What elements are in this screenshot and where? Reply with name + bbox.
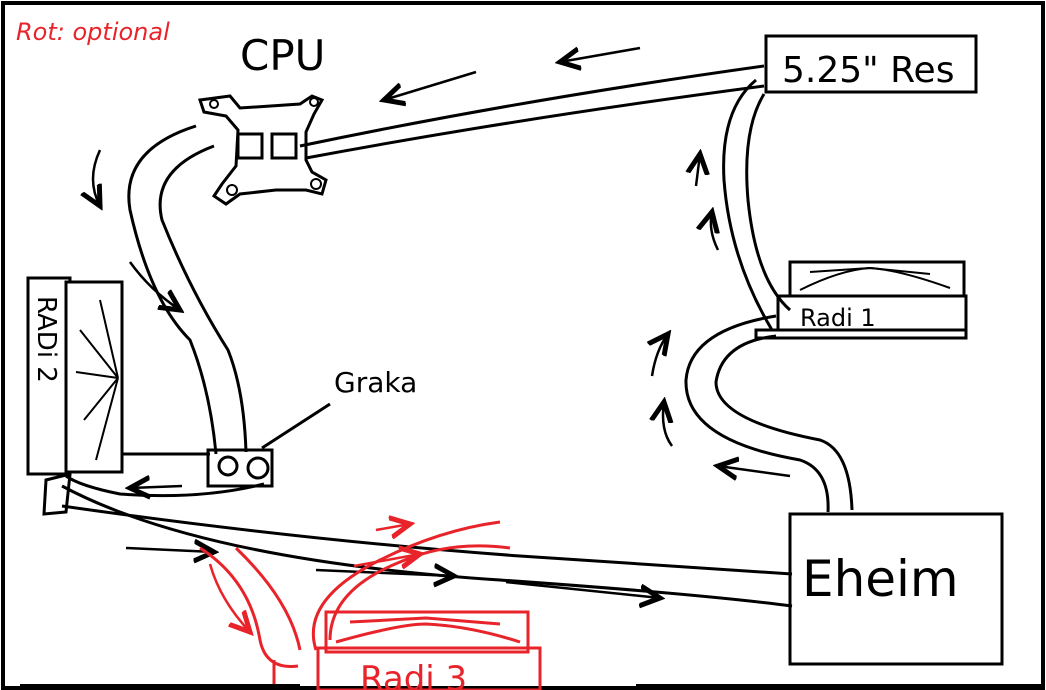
gpu-label: Graka <box>334 366 417 399</box>
radiator-1 <box>754 260 968 340</box>
radiator-3-optional <box>199 520 542 690</box>
flow-arrows <box>93 48 791 598</box>
tubing <box>42 64 854 608</box>
pump-label: Eheim <box>802 550 959 608</box>
optional-note: Rot: optional <box>16 18 170 46</box>
reservoir-box <box>764 34 978 94</box>
cpu-label: CPU <box>240 31 325 80</box>
pump-box <box>788 512 1004 666</box>
radiator-3-label: Radi 3 <box>360 659 467 690</box>
radiator-1-label: Radi 1 <box>800 304 876 332</box>
reservoir-label: 5.25" Res <box>782 50 954 91</box>
cpu-block <box>198 94 328 206</box>
gpu-block <box>206 402 331 488</box>
optional-flow-arrows <box>208 524 420 632</box>
radiator-2 <box>26 276 124 476</box>
radiator-2-label: RADi 2 <box>31 296 61 383</box>
